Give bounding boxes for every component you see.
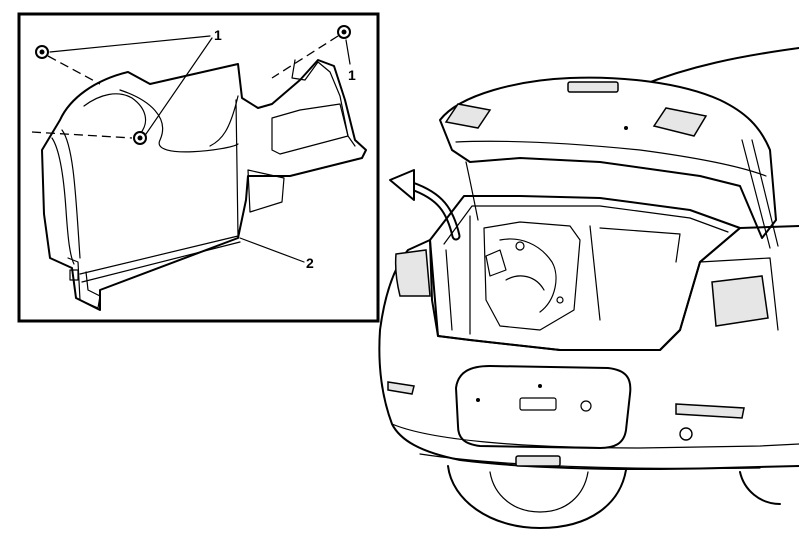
fastener-clip-left	[35, 45, 49, 59]
license-plate-pocket	[455, 365, 632, 449]
leader-line-1b	[145, 37, 213, 135]
rear-body	[378, 225, 799, 529]
leader-line-2	[239, 237, 305, 263]
fastener-clip-right	[337, 25, 351, 39]
leader-line-1c	[345, 39, 351, 65]
callout-1-top: 1	[214, 27, 222, 43]
rear-tire	[447, 465, 627, 529]
trunk-side-trim-panel	[41, 59, 367, 311]
vehicle-rear-view	[378, 47, 799, 529]
removal-direction-arrow	[389, 169, 461, 241]
install-line-left	[47, 55, 101, 85]
trunk-compartment	[429, 195, 741, 351]
callout-1-right: 1	[348, 67, 356, 83]
fastener-clip-center	[133, 131, 147, 145]
detail-inset: 1 1 2	[17, 12, 380, 323]
callout-2: 2	[306, 255, 314, 271]
leader-line-1a	[49, 35, 211, 53]
roof-line	[639, 47, 799, 87]
tail-lamp-left	[394, 249, 431, 297]
trunk-lid-open	[439, 76, 779, 249]
install-line-center	[31, 131, 133, 139]
tail-lamp-right	[711, 275, 769, 327]
